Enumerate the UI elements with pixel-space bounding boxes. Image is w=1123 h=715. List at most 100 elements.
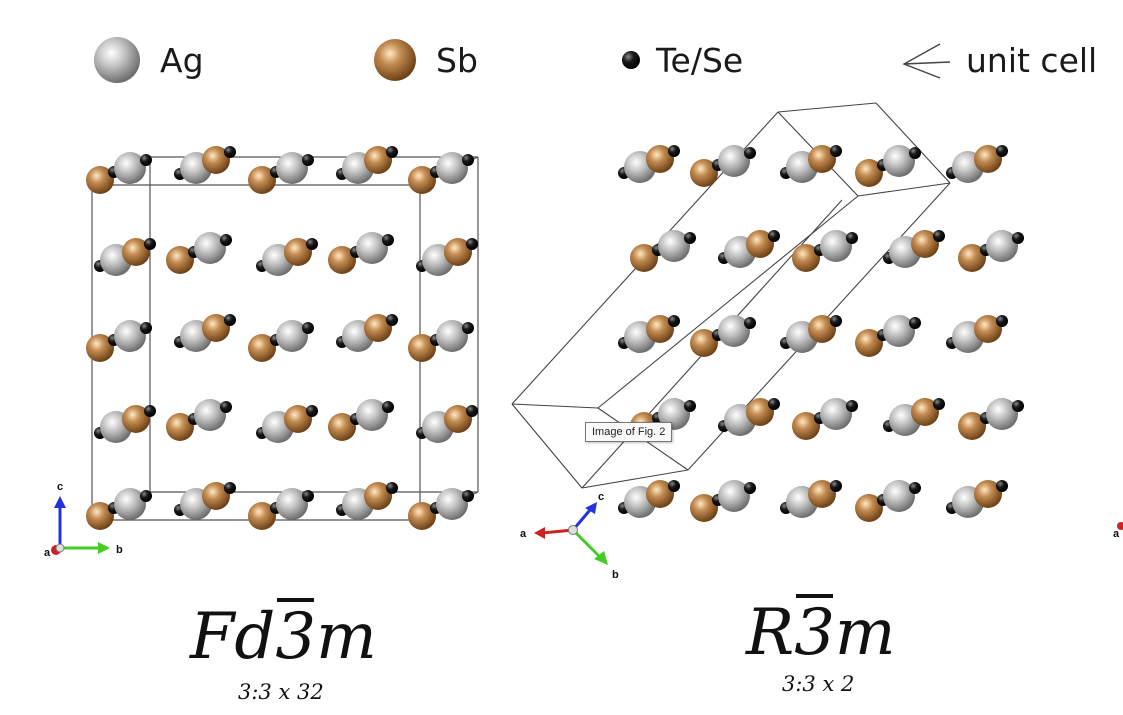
- sb-atom: [444, 238, 472, 266]
- ag-atom: [718, 480, 750, 512]
- sb-atom: [646, 480, 674, 508]
- te-se-atom: [996, 315, 1008, 327]
- te-se-atom: [306, 238, 318, 250]
- legend-sb: Sb: [372, 30, 478, 90]
- te-se-atom: [144, 405, 156, 417]
- sb-atom: [746, 398, 774, 426]
- te-se-atom: [224, 146, 236, 158]
- ag-atom: [883, 145, 915, 177]
- right-space-group-bar-digit: 3: [794, 594, 835, 670]
- unit-cell-icon: [902, 43, 951, 79]
- sb-atom: [792, 244, 820, 272]
- te-se-atom: [224, 482, 236, 494]
- te-se-atom: [909, 147, 921, 159]
- te-se-atom: [668, 145, 680, 157]
- ag-atom: [718, 145, 750, 177]
- sb-atom: [86, 334, 114, 362]
- ag-atom: [114, 152, 146, 184]
- sb-atom: [122, 238, 150, 266]
- te-se-atom: [144, 238, 156, 250]
- te-se-atom: [140, 322, 152, 334]
- edge-fragment-label: a: [1113, 528, 1120, 540]
- te-se-atom: [386, 314, 398, 326]
- sb-atom: [284, 405, 312, 433]
- sb-atom: [808, 480, 836, 508]
- ag-atom: [820, 398, 852, 430]
- left-atoms: [86, 146, 478, 530]
- left-axes-triad: c a b: [44, 481, 123, 559]
- ag-atom: [718, 315, 750, 347]
- te-se-atom: [220, 401, 232, 413]
- te-se-atom: [846, 400, 858, 412]
- te-se-atom: [768, 398, 780, 410]
- ag-atom: [436, 152, 468, 184]
- sb-atom: [974, 145, 1002, 173]
- sb-atom: [808, 145, 836, 173]
- te-se-atom: [466, 238, 478, 250]
- te-se-atom: [302, 154, 314, 166]
- ag-atom: [986, 398, 1018, 430]
- left-axis-c-label: c: [57, 481, 63, 493]
- left-space-group: Fd3m: [190, 598, 377, 674]
- sb-atom: [248, 166, 276, 194]
- ag-atom: [883, 315, 915, 347]
- ag-atom: [356, 232, 388, 264]
- sb-atom: [630, 244, 658, 272]
- legend-sb-label: Sb: [436, 40, 478, 80]
- sb-atom: [364, 482, 392, 510]
- legend-te-se-label: Te/Se: [656, 40, 744, 80]
- ag-atom: [436, 320, 468, 352]
- legend-te-se: Te/Se: [620, 30, 743, 90]
- te-se-atom: [140, 490, 152, 502]
- te-se-atom: [744, 147, 756, 159]
- te-se-atom: [462, 154, 474, 166]
- te-se-atom: [996, 145, 1008, 157]
- ag-atom: [356, 399, 388, 431]
- sb-atom: [974, 315, 1002, 343]
- sb-atom: [808, 315, 836, 343]
- sb-atom: [166, 413, 194, 441]
- te-se-atom: [1012, 232, 1024, 244]
- ag-atom: [276, 320, 308, 352]
- sb-atom: [248, 334, 276, 362]
- te-se-atom: [668, 480, 680, 492]
- sb-atom: [364, 314, 392, 342]
- sb-atom: [202, 146, 230, 174]
- right-atoms: [618, 145, 1024, 522]
- te-se-atom: [140, 154, 152, 166]
- legend-unit-cell: unit cell: [900, 30, 1097, 90]
- ag-atom: [658, 230, 690, 262]
- te-se-atom: [830, 145, 842, 157]
- sb-atom: [646, 145, 674, 173]
- sb-atom: [328, 246, 356, 274]
- te-se-atom-icon: [622, 51, 640, 69]
- image-tooltip: Image of Fig. 2: [585, 422, 673, 442]
- sb-atom-icon: [374, 39, 416, 81]
- te-se-atom: [933, 398, 945, 410]
- sb-atom: [166, 246, 194, 274]
- left-axis-a-label: a: [44, 547, 51, 559]
- left-space-group-suffix: m: [316, 600, 377, 674]
- te-se-atom: [909, 317, 921, 329]
- right-axis-b-label: b: [612, 569, 619, 581]
- te-se-atom: [830, 315, 842, 327]
- sb-atom: [328, 413, 356, 441]
- ag-atom: [883, 480, 915, 512]
- left-ratio: 3:3 x 32: [238, 680, 324, 704]
- legend-ag-label: Ag: [160, 40, 204, 80]
- sb-atom: [690, 159, 718, 187]
- te-se-atom: [933, 230, 945, 242]
- te-se-atom: [466, 405, 478, 417]
- right-space-group-letters: R: [746, 596, 795, 670]
- te-se-atom: [302, 490, 314, 502]
- te-se-atom: [1012, 400, 1024, 412]
- te-se-atom: [768, 230, 780, 242]
- te-se-atom: [744, 482, 756, 494]
- sb-atom: [974, 480, 1002, 508]
- sb-atom: [408, 166, 436, 194]
- sb-atom: [911, 230, 939, 258]
- te-se-atom: [830, 480, 842, 492]
- edge-fragment: a: [1113, 522, 1123, 540]
- legend-unit-cell-label: unit cell: [966, 40, 1098, 80]
